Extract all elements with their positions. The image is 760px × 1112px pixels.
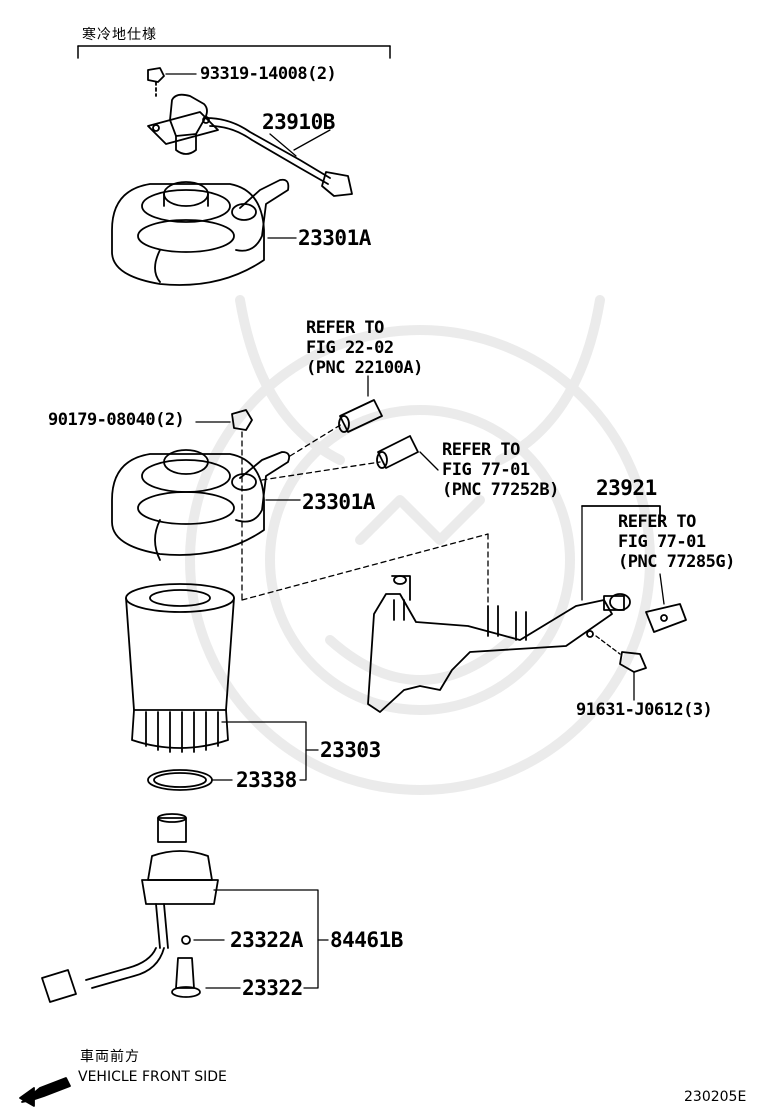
reference-77252b: REFER TO FIG 77-01 (PNC 77252B) bbox=[442, 442, 559, 502]
bolt-93319-drawing bbox=[147, 67, 197, 97]
gasket-23338-drawing bbox=[147, 769, 213, 791]
ref2-line3: (PNC 77252B) bbox=[442, 480, 559, 500]
leader-23303 bbox=[211, 721, 319, 781]
part-label-84461b: 84461B bbox=[330, 928, 403, 952]
leader-23910b bbox=[269, 133, 297, 157]
leader-84461b bbox=[193, 889, 329, 989]
water-sensor-drawing bbox=[41, 813, 219, 1003]
part-label-23338: 23338 bbox=[236, 768, 297, 792]
cold-spec-bracket bbox=[77, 45, 391, 59]
ref3-line1: REFER TO bbox=[618, 512, 696, 532]
part-label-23921: 23921 bbox=[596, 476, 657, 500]
bolt-91631-drawing bbox=[595, 635, 647, 701]
part-label-23301a-top: 23301A bbox=[298, 226, 371, 250]
filter-element-drawing bbox=[125, 583, 235, 753]
ref1-line2: FIG 22-02 bbox=[306, 338, 394, 358]
watermark-emblem bbox=[185, 295, 655, 795]
ref2-line1: REFER TO bbox=[442, 440, 520, 460]
ref1-line1: REFER TO bbox=[306, 318, 384, 338]
ref2-line2: FIG 77-01 bbox=[442, 460, 530, 480]
ref1-line3: (PNC 22100A) bbox=[306, 358, 423, 378]
figure-code: 230205E bbox=[684, 1089, 747, 1105]
reference-77285g: REFER TO FIG 77-01 (PNC 77285G) bbox=[618, 514, 735, 574]
part-label-90179: 90179-08040(2) bbox=[48, 410, 185, 430]
part-label-23301a-main: 23301A bbox=[302, 490, 375, 514]
ref3-line2: FIG 77-01 bbox=[618, 532, 706, 552]
front-direction-jp: 車両前方 bbox=[80, 1049, 140, 1065]
front-direction-arrow-icon bbox=[19, 1077, 71, 1107]
front-direction-en: VEHICLE FRONT SIDE bbox=[78, 1069, 227, 1085]
cold-spec-label: 寒冷地仕様 bbox=[82, 27, 157, 43]
part-label-23322: 23322 bbox=[242, 976, 303, 1000]
part-label-23910b: 23910B bbox=[262, 110, 335, 134]
reference-22100a: REFER TO FIG 22-02 (PNC 22100A) bbox=[306, 320, 423, 380]
part-label-23322a: 23322A bbox=[230, 928, 303, 952]
filter-head-top-drawing bbox=[111, 178, 297, 286]
ref3-line3: (PNC 77285G) bbox=[618, 552, 735, 572]
filter-head-main-drawing bbox=[111, 449, 301, 561]
part-label-91631: 91631-J0612(3) bbox=[576, 700, 713, 720]
sensor-23910b-drawing bbox=[147, 93, 353, 197]
part-label-23303: 23303 bbox=[320, 738, 381, 762]
clip-drawing bbox=[645, 573, 687, 633]
nut-90179-drawing bbox=[195, 409, 253, 601]
bracket-23921-drawing bbox=[241, 505, 661, 713]
part-label-93319: 93319-14008(2) bbox=[200, 64, 337, 84]
reference-pipes bbox=[261, 375, 439, 481]
